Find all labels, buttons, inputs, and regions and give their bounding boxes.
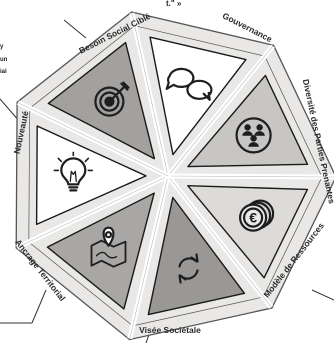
lightbulb-icon — [53, 151, 94, 192]
wedge-divider-edge — [17, 102, 169, 177]
wedge-divider-edge — [167, 175, 334, 178]
quote-fragment: t." » — [166, 0, 182, 8]
euro-coins-icon: € — [239, 199, 275, 232]
segment-gouvernance — [149, 36, 247, 156]
callout-line-top — [63, 19, 87, 39]
speech-bubbles-icon — [165, 67, 213, 101]
segment-ancrage — [46, 192, 155, 310]
text-fragment: ial — [0, 69, 7, 75]
svg-text:€: € — [249, 210, 257, 226]
text-fragment: un — [0, 57, 8, 63]
wedge-divider-edge — [16, 175, 169, 248]
segment-diversite — [187, 74, 309, 168]
wedge-divider-edge — [131, 12, 169, 177]
heptagon-inner-rim — [28, 25, 323, 327]
wedge-divider-edge — [167, 175, 272, 308]
wedge-divider-edge — [129, 175, 169, 339]
wedge-divider-edge — [167, 45, 274, 177]
target-icon — [94, 81, 130, 117]
text-fragment: y — [0, 44, 4, 50]
segment-modele — [187, 184, 309, 279]
segment-nouveaute — [35, 125, 147, 226]
callout-line-right — [311, 289, 334, 301]
people-group-icon — [235, 117, 272, 154]
cycle-arrows-icon — [178, 253, 199, 284]
callout-line-bottom-left-diag — [31, 289, 47, 324]
label-visee-societale: Visée Sociétale — [139, 325, 201, 335]
map-pin-icon — [90, 226, 127, 268]
